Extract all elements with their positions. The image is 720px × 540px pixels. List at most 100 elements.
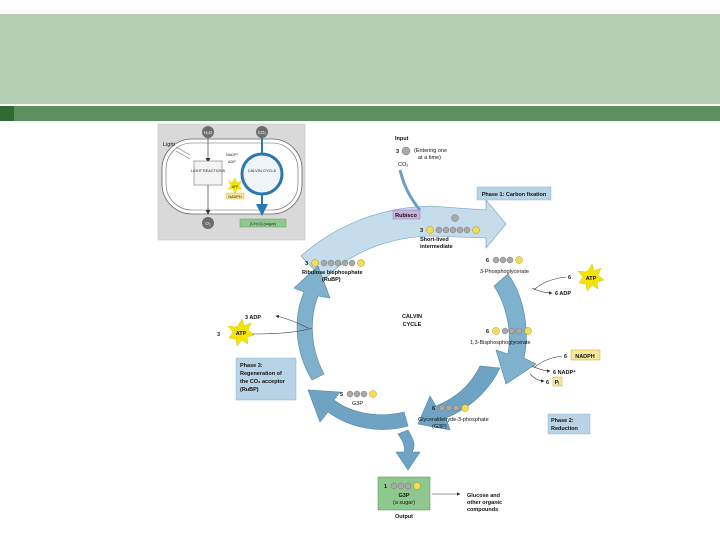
regen-adp-label: 3 ADP <box>245 315 261 321</box>
carbon-ball <box>515 327 523 335</box>
nadp-out-label: 6 NADP⁺ <box>553 369 576 376</box>
carbon-ball <box>438 404 446 412</box>
input-title: Input <box>395 136 409 142</box>
intermediate-molecule <box>426 214 480 234</box>
product-label-line1: Glucose and <box>467 493 500 499</box>
phosphate-ball <box>472 226 480 234</box>
accent-square <box>0 106 14 121</box>
co2-node <box>256 126 268 138</box>
light-ray <box>175 150 191 160</box>
bpg-label: 1,3-Bisphosphoglycerate <box>470 340 531 346</box>
h2o-label: H₂O <box>204 130 213 135</box>
input-count: 3 <box>396 149 399 155</box>
g3p-cycle-label-line2: (G3P) <box>432 424 447 430</box>
carbon-ball <box>346 390 354 398</box>
g3p-recycle-label: G3P <box>352 401 363 407</box>
light-ray <box>175 146 191 156</box>
pga-count: 6 <box>486 258 489 264</box>
inset-nadph-label: NADPH <box>228 195 242 199</box>
carbon-ball <box>435 226 443 234</box>
atp-burst <box>577 263 605 292</box>
product-label-line2: other organic <box>467 500 502 506</box>
intermediate-label-line2: intermediate <box>420 244 453 250</box>
phase2-label-line1: Phase 2: <box>551 418 574 424</box>
pi-box <box>552 376 563 387</box>
inset-adp-label: ADP <box>228 160 236 164</box>
carbon-ball <box>360 390 368 398</box>
carbon-ball <box>463 226 471 234</box>
carbon-ball <box>341 259 349 267</box>
atp-consumption-line <box>533 276 567 291</box>
rubp-label-line2: (RuBP) <box>322 277 341 283</box>
carbon-ball <box>449 226 457 234</box>
g3p-recycle-count: 5 <box>340 392 343 398</box>
carbon-ball <box>320 259 328 267</box>
regen-atp-consumption-line <box>251 327 313 335</box>
phase3-label-line1: Phase 3: <box>240 363 263 369</box>
input-label-line1: (Entering one <box>414 148 447 154</box>
h2o-node <box>202 126 214 138</box>
pi-release-arrow <box>529 373 545 383</box>
phosphate-ball <box>426 226 434 234</box>
g3p-cycle-count: 6 <box>432 406 435 412</box>
rubp-label-line1: Ribulose bisphosphate <box>302 270 363 276</box>
phase3-label-line4: (RuBP) <box>240 387 259 393</box>
nadp-release-arrow <box>531 365 551 373</box>
slide-header-band <box>0 14 720 104</box>
carbon-ball <box>348 259 356 267</box>
overview-inset: H₂O CO₂ Light LIGHT REACTIONS NADP⁺ ADP … <box>157 123 306 241</box>
carbon-ball <box>506 256 514 264</box>
nadph-consumption-line <box>533 355 563 369</box>
calvin-cycle-diagram: H₂O CO₂ Light LIGHT REACTIONS NADP⁺ ADP … <box>157 123 605 520</box>
nadph-box <box>570 349 601 361</box>
inset-nadph-box <box>225 192 245 200</box>
bpg-count: 6 <box>486 329 489 335</box>
phosphate-ball <box>461 404 469 412</box>
carbon-ball <box>442 226 450 234</box>
phase3-box <box>235 357 297 401</box>
intermediate-label-line1: Short-lived <box>420 237 449 243</box>
adp-release-arrow <box>531 287 553 295</box>
cycle-arrows <box>293 199 537 471</box>
light-reactions-label: LIGHT REACTIONS <box>191 169 226 173</box>
carbon-ball <box>390 482 398 490</box>
pi-out-count: 6 <box>546 380 549 386</box>
rubp-count: 3 <box>305 261 308 267</box>
co2-carbon-ball <box>401 146 411 156</box>
phosphate-ball <box>515 256 523 264</box>
regeneration-arrow-upper <box>293 265 331 381</box>
inset-sugar-box <box>239 218 287 228</box>
atp-in-count: 6 <box>568 275 571 281</box>
pga-label: 3-Phosphoglycerate <box>480 269 529 275</box>
rubp-molecule <box>311 259 365 267</box>
phosphate-ball <box>369 390 377 398</box>
g3p-cycle-label-line1: Glyceraldehyde-3-phosphate <box>418 417 489 423</box>
calvin-cycle-label-line2: CYCLE <box>403 322 422 328</box>
header-divider <box>0 104 720 106</box>
carbon-ball <box>501 327 509 335</box>
carbon-ball <box>397 482 405 490</box>
output-box <box>377 476 431 511</box>
regen-atp-burst <box>227 318 255 347</box>
g3p-recycle-molecule <box>346 390 377 398</box>
phase2-box <box>547 413 591 435</box>
pi-out-label: Pᵢ <box>555 380 560 386</box>
phase2-label-line2: Reduction <box>551 426 579 432</box>
phase3-label-line2: Regeneration of <box>240 371 282 377</box>
phosphate-ball <box>357 259 365 267</box>
carbon-ball <box>327 259 335 267</box>
atp-in-label: ATP <box>586 276 597 282</box>
carbon-ball <box>492 256 500 264</box>
output-title: Output <box>395 514 413 520</box>
bpg-molecule <box>492 327 532 335</box>
inset-atp-label: ATP <box>232 185 239 189</box>
carbon-ball <box>404 482 412 490</box>
chloroplast-inner-membrane <box>165 142 299 211</box>
output-sugar-label: (a sugar) <box>393 500 415 506</box>
output-g3p-molecule <box>390 482 421 490</box>
o2-node <box>202 217 214 229</box>
adp-out-label: 6 ADP <box>555 291 571 297</box>
carbon-ball <box>445 404 453 412</box>
carbon-ball <box>499 256 507 264</box>
regeneration-arrow-lower <box>307 389 409 430</box>
